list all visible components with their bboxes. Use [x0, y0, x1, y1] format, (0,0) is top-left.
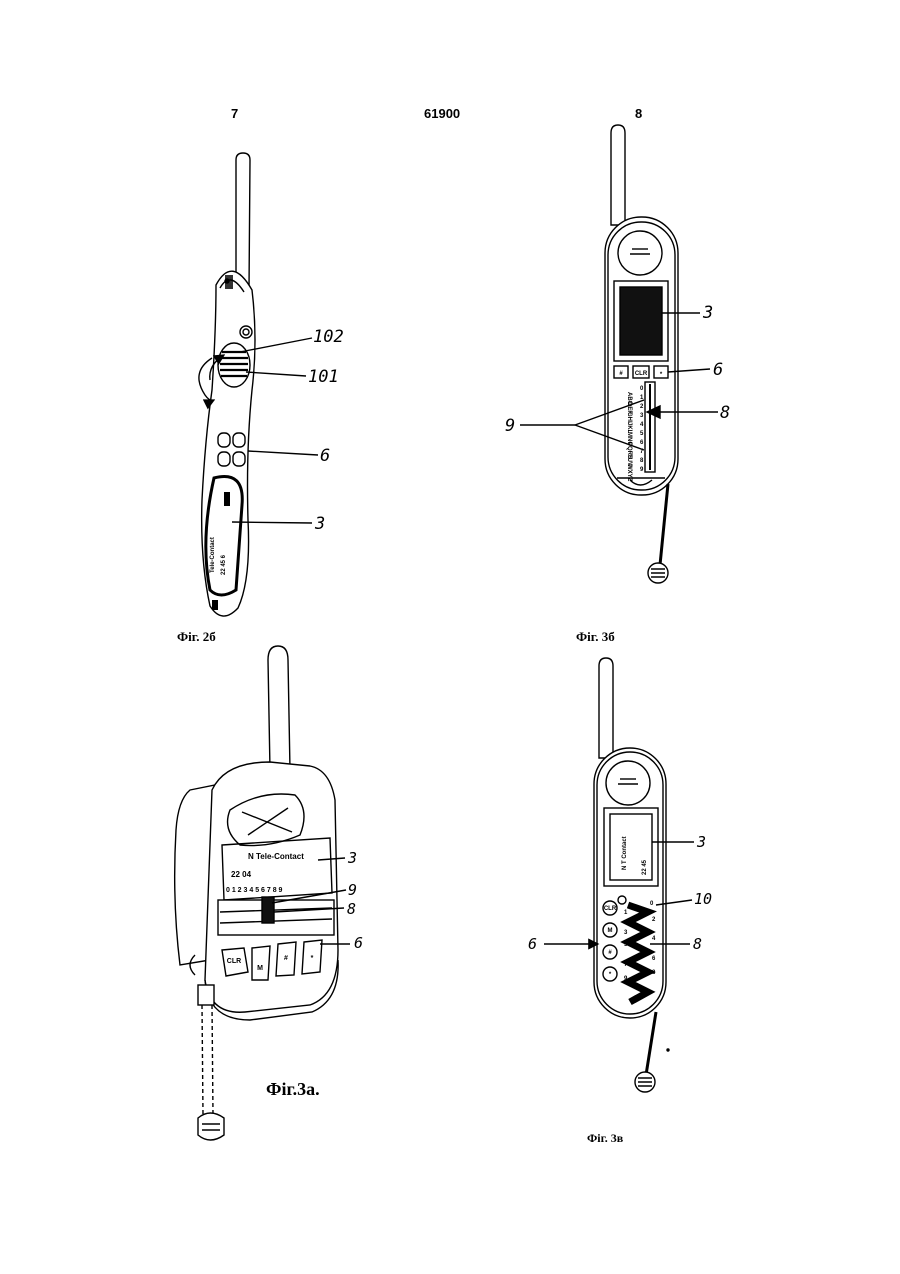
figure-3b — [520, 125, 718, 583]
fig2b-caption: Фіг. 2б — [177, 629, 216, 644]
fig3v-label-6: 6 — [528, 935, 537, 953]
fig3a-display-line-2: 22 04 — [231, 870, 252, 879]
fig3b-label-6: 6 — [713, 360, 723, 380]
fig3a-label-9: 9 — [348, 881, 357, 899]
fig3v-caption: Фіг. 3в — [587, 1131, 624, 1145]
figure-3v — [544, 658, 694, 1092]
fig3v-display-line-1: N T Contact — [622, 836, 628, 870]
fig3v-key-clr: CLR — [604, 906, 617, 912]
fig3a-key-m: M — [257, 965, 263, 972]
fig3a-caption: Фіг.3а. — [266, 1079, 320, 1099]
antenna — [236, 153, 250, 290]
fig3b-label-3: 3 — [702, 303, 713, 323]
fig3b-caption: Фіг. 3б — [576, 629, 615, 644]
fig3a-key-star: * — [311, 955, 314, 962]
fig3b-label-8: 8 — [720, 403, 730, 423]
antenna — [611, 125, 625, 225]
display — [620, 287, 662, 355]
earpiece — [198, 1113, 224, 1140]
fig3v-label-10: 10 — [694, 890, 712, 908]
fig2b-label-3: 3 — [314, 514, 325, 534]
slider-knob — [262, 897, 274, 923]
fig3b-label-9: 9 — [505, 416, 515, 436]
fig3a-label-8: 8 — [347, 900, 356, 918]
fig3a-key-hash: # — [284, 955, 288, 962]
fig3v-key-m: M — [608, 928, 613, 934]
fig2b-label-102: 102 — [313, 327, 344, 347]
fig3b-scale-letters: ABC DEF GHI JKL MNO PQRS TUV WXYZ — [626, 392, 632, 482]
fig2b-label-101: 101 — [308, 367, 339, 387]
svg-text:WXYZ: WXYZ — [626, 464, 632, 482]
fig3v-label-3: 3 — [696, 833, 706, 851]
fig3a-display-line-1: N Tele-Contact — [248, 852, 304, 861]
fig2b-display-text-1: Tele-Contact — [210, 537, 216, 573]
fig3a-key-clr: CLR — [227, 958, 241, 965]
fig3a-label-3: 3 — [347, 849, 357, 867]
thumbwheel — [218, 343, 250, 387]
fig2b-label-6: 6 — [320, 446, 330, 466]
fig3b-key-clr: CLR — [635, 371, 648, 377]
fig3a-display-line-3: 0 1 2 3 4 5 6 7 8 9 — [226, 887, 283, 894]
figure-2b — [199, 153, 318, 616]
fig2b-display-text-2: 22 45 6 — [221, 554, 227, 575]
fig3v-label-8: 8 — [693, 935, 702, 953]
fig3v-display-line-2: 22 45 — [642, 859, 648, 875]
antenna — [268, 646, 290, 770]
antenna — [599, 658, 613, 758]
fig3a-label-6: 6 — [354, 934, 363, 952]
